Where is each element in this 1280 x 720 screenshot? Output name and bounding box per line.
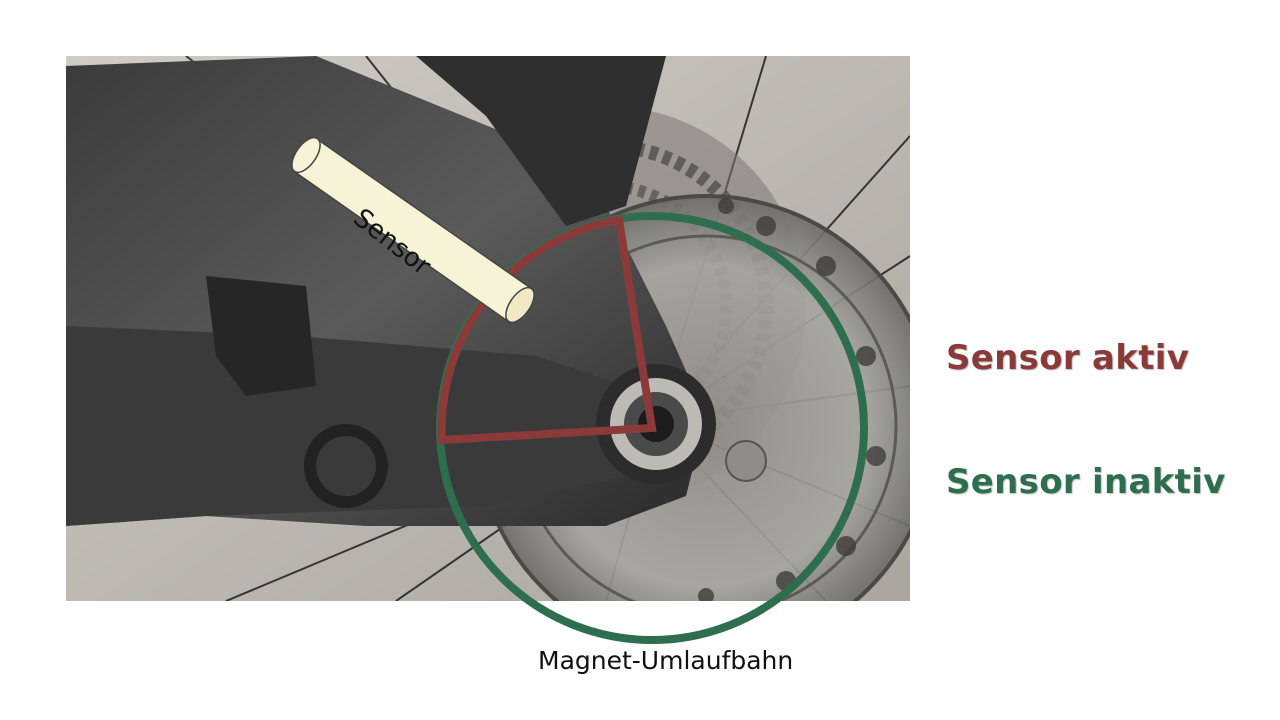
bike-photo-illustration bbox=[66, 56, 910, 601]
bike-photo bbox=[66, 56, 910, 601]
legend-sensor-inactive: Sensor inaktiv bbox=[946, 462, 1226, 502]
legend-sensor-active: Sensor aktiv bbox=[946, 338, 1190, 378]
orbit-caption: Magnet-Umlaufbahn bbox=[538, 646, 794, 675]
